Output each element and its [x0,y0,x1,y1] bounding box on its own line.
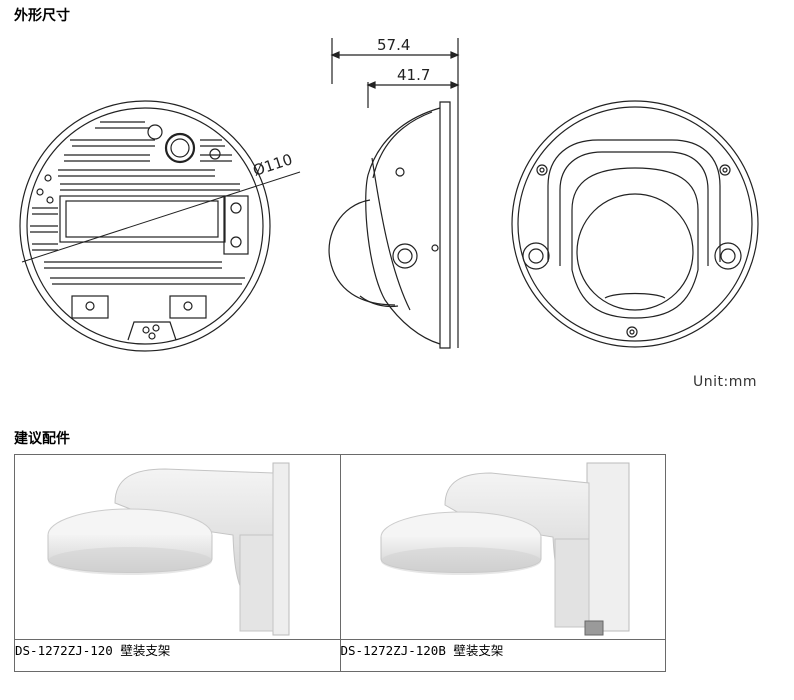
wall-bracket-image [47,462,290,636]
accessories-table: DS-1272ZJ-120 壁装支架 DS-1272ZJ-120B 壁装支架 [14,454,666,672]
accessory-caption: DS-1272ZJ-120 壁装支架 [14,639,341,672]
accessory-image-cell [339,454,666,640]
width-total-label: 57.4 [377,36,410,54]
section-title-dimensions: 外形尺寸 [14,8,70,24]
width-inner-label: 41.7 [397,66,430,84]
unit-label: Unit:mm [693,374,757,390]
accessory-image-cell [14,454,341,640]
dimension-drawings: Ø110 57.4 41.7 [19,36,759,352]
side-view-drawing [328,38,460,349]
front-view-drawing [511,100,759,348]
wall-bracket-image [380,462,629,636]
accessory-caption: DS-1272ZJ-120B 壁装支架 [339,639,666,672]
section-title-accessories: 建议配件 [14,431,70,447]
bottom-view-drawing [19,100,301,352]
